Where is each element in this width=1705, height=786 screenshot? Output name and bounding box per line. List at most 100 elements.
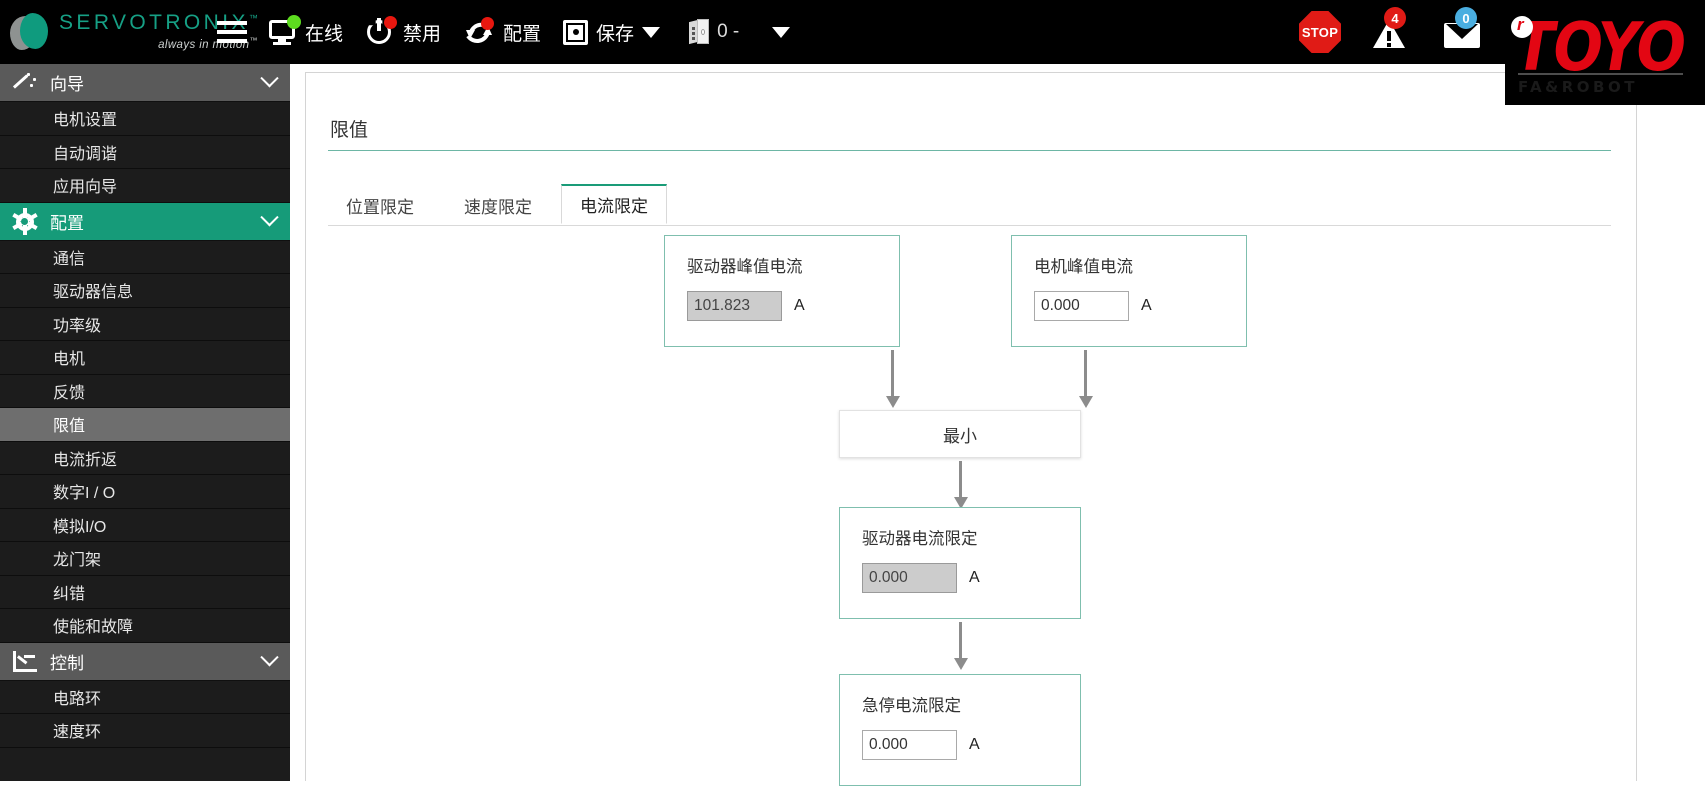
mail-icon: 0 — [1441, 7, 1485, 51]
config-button[interactable]: 配置 — [452, 0, 552, 64]
drive-peak-current-box: 驱动器峰值电流 A — [664, 235, 900, 347]
sidebar-item-label: 功率级 — [53, 317, 102, 335]
sidebar-item-label: 速度环 — [53, 724, 102, 742]
motor-peak-current-unit: A — [1141, 297, 1152, 314]
sidebar-item-feedback[interactable]: 反馈 — [0, 374, 290, 408]
wand-icon — [10, 70, 40, 96]
sidebar-item-label: 通信 — [53, 250, 86, 268]
sidebar-item-power-stage[interactable]: 功率级 — [0, 307, 290, 341]
sidebar-item-label: 数字I / O — [53, 485, 116, 503]
sidebar: 向导 电机设置 自动调谐 应用向导 配置 通信 驱动器信息 功率级 电机 反馈 … — [0, 64, 290, 781]
sidebar-item-label: 应用向导 — [53, 179, 118, 197]
toyo-registered-mark: r — [1511, 14, 1543, 44]
chevron-down-icon[interactable] — [642, 26, 661, 38]
sidebar-item-analog-io[interactable]: 模拟I/O — [0, 508, 290, 542]
disable-button[interactable]: 禁用 — [354, 0, 452, 64]
axis-dropdown-button[interactable] — [750, 0, 801, 64]
sidebar-item-label: 模拟I/O — [53, 518, 107, 536]
estop-current-limit-input[interactable] — [862, 730, 957, 760]
sidebar-group-label: 向导 — [50, 75, 84, 94]
save-label: 保存 — [596, 23, 635, 45]
control-chart-icon — [10, 648, 40, 674]
warnings-button[interactable]: 4 — [1359, 0, 1430, 64]
sidebar-item-label: 反馈 — [53, 384, 86, 402]
mail-count-badge: 0 — [1455, 7, 1477, 29]
servotronix-logo: SERVOTRONIX™ always in motion™ — [0, 0, 258, 64]
title-divider — [328, 150, 1611, 151]
current-limit-flow-diagram: 驱动器峰值电流 A 电机峰值电流 A — [306, 73, 1636, 786]
power-disable-icon — [365, 16, 398, 47]
online-status-button[interactable]: 在线 — [258, 0, 354, 64]
sidebar-item-label: 驱动器信息 — [53, 284, 134, 302]
drive-current-limit-label: 驱动器电流限定 — [862, 530, 978, 548]
chevron-down-icon[interactable] — [260, 207, 279, 226]
sidebar-item-label: 电路环 — [53, 690, 102, 708]
sidebar-item-label: 限值 — [53, 418, 86, 436]
sidebar-item-velocity-loop[interactable]: 速度环 — [0, 714, 290, 748]
messages-button[interactable]: 0 — [1430, 0, 1705, 64]
tab-velocity-limits[interactable]: 速度限定 — [464, 197, 532, 217]
servotronix-logo-mark — [8, 10, 52, 54]
sidebar-item-error-correction[interactable]: 纠错 — [0, 575, 290, 609]
drive-peak-current-label: 驱动器峰值电流 — [687, 258, 803, 276]
sidebar-item-limits[interactable]: 限值 — [0, 408, 290, 442]
content-card: 限值 位置限定 速度限定 电流限定 驱动器峰值电流 A 电机峰值电流 A — [305, 72, 1637, 786]
sidebar-item-motor[interactable]: 电机 — [0, 341, 290, 375]
warning-count-badge: 4 — [1384, 7, 1406, 29]
drive-current-limit-unit: A — [969, 569, 980, 586]
motor-peak-current-label: 电机峰值电流 — [1034, 258, 1133, 276]
hamburger-icon[interactable] — [206, 0, 258, 64]
sidebar-item-digital-io[interactable]: 数字I / O — [0, 475, 290, 509]
sidebar-item-label: 使能和故障 — [53, 619, 134, 637]
sidebar-item-motor-setup[interactable]: 电机设置 — [0, 102, 290, 136]
save-icon — [563, 19, 589, 45]
drive-current-limit-box: 驱动器电流限定 A — [839, 507, 1081, 619]
page-title: 限值 — [330, 120, 369, 141]
sidebar-item-current-loop[interactable]: 电路环 — [0, 680, 290, 714]
drive-peak-current-input — [687, 291, 782, 321]
monitor-online-icon — [269, 15, 301, 45]
drive-current-limit-input — [862, 563, 957, 593]
sidebar-item-label: 电机设置 — [53, 112, 118, 130]
sidebar-item-enable-and-faults[interactable]: 使能和故障 — [0, 609, 290, 643]
sidebar-item-autotune[interactable]: 自动调谐 — [0, 135, 290, 169]
estop-current-limit-box: 急停电流限定 A — [839, 674, 1081, 786]
motor-peak-current-box: 电机峰值电流 A — [1011, 235, 1247, 347]
sidebar-item-communication[interactable]: 通信 — [0, 240, 290, 274]
save-button[interactable]: 保存 — [552, 0, 671, 64]
estop-current-limit-label: 急停电流限定 — [862, 697, 961, 715]
top-toolbar: SERVOTRONIX™ always in motion™ 在线 禁用 配置 — [0, 0, 1705, 64]
warning-icon: 4 — [1370, 7, 1408, 51]
tab-bar — [328, 225, 1611, 226]
brand-name: SERVOTRONIX™ — [59, 11, 258, 35]
sidebar-item-drive-info[interactable]: 驱动器信息 — [0, 274, 290, 308]
sidebar-item-app-wizard[interactable]: 应用向导 — [0, 169, 290, 203]
motor-peak-current-input[interactable] — [1034, 291, 1129, 321]
emergency-stop-button[interactable]: STOP — [1288, 0, 1359, 64]
sidebar-item-label: 电机 — [53, 351, 86, 369]
sidebar-item-label: 龙门架 — [53, 552, 102, 570]
sidebar-group-label: 配置 — [50, 213, 84, 233]
brand-tagline: always in motion™ — [158, 36, 258, 52]
sidebar-item-label: 电流折返 — [53, 451, 118, 469]
sidebar-item-label: 纠错 — [53, 585, 86, 603]
estop-current-limit-unit: A — [969, 736, 980, 753]
sidebar-group-configuration[interactable]: 配置 — [0, 202, 290, 241]
config-label: 配置 — [503, 23, 542, 45]
tab-position-limits[interactable]: 位置限定 — [346, 197, 414, 217]
sidebar-group-wizard[interactable]: 向导 — [0, 64, 290, 102]
drive-peak-current-unit: A — [794, 297, 805, 314]
chevron-down-icon[interactable] — [260, 647, 279, 666]
tab-current-limits[interactable]: 电流限定 — [561, 184, 667, 224]
config-refresh-icon — [463, 17, 495, 46]
chevron-down-icon[interactable] — [772, 26, 791, 38]
sidebar-item-current-foldback[interactable]: 电流折返 — [0, 441, 290, 475]
emergency-stop-icon: STOP — [1299, 11, 1341, 53]
chevron-down-icon[interactable] — [260, 69, 279, 88]
online-label: 在线 — [305, 23, 344, 45]
axis-selector[interactable]: 0 - — [671, 0, 750, 64]
sidebar-item-gantry[interactable]: 龙门架 — [0, 542, 290, 576]
sidebar-group-control[interactable]: 控制 — [0, 642, 290, 681]
sidebar-group-label: 控制 — [50, 653, 84, 673]
main-content: 限值 位置限定 速度限定 电流限定 驱动器峰值电流 A 电机峰值电流 A — [290, 64, 1705, 786]
